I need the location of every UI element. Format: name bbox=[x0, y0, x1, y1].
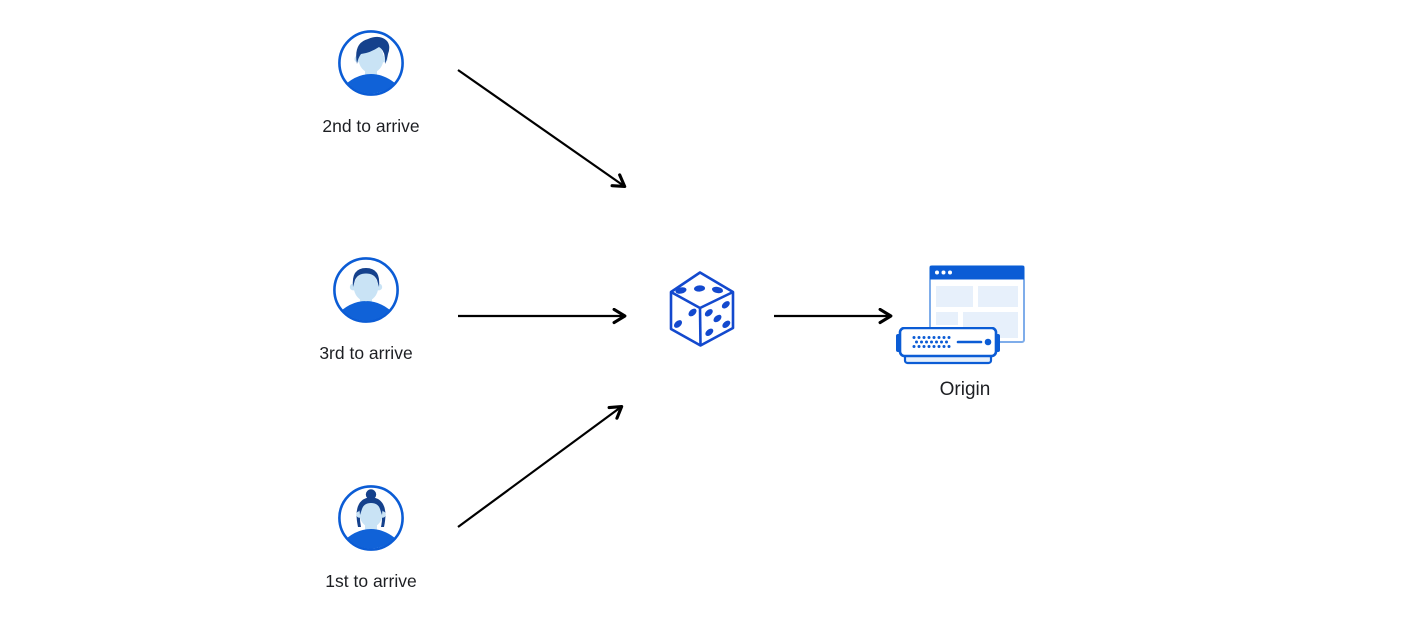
woman-bun-avatar-icon bbox=[338, 485, 404, 551]
man-short-hair-avatar-icon bbox=[333, 257, 399, 323]
man-quiff-avatar-icon bbox=[338, 30, 404, 96]
dice-icon bbox=[669, 271, 735, 347]
client-2nd-label: 2nd to arrive bbox=[322, 116, 420, 136]
arrow-client2-to-dice bbox=[457, 69, 627, 189]
client-3rd-label: 3rd to arrive bbox=[319, 343, 413, 363]
origin-label: Origin bbox=[939, 379, 991, 400]
arrow-client1-to-dice bbox=[457, 404, 624, 528]
browser-window-icon bbox=[929, 265, 1025, 343]
client-3rd: 3rd to arrive bbox=[296, 255, 436, 364]
client-1st: 1st to arrive bbox=[301, 483, 441, 592]
client-1st-label: 1st to arrive bbox=[325, 571, 417, 591]
client-2nd: 2nd to arrive bbox=[301, 28, 441, 137]
server-icon bbox=[896, 327, 1000, 365]
